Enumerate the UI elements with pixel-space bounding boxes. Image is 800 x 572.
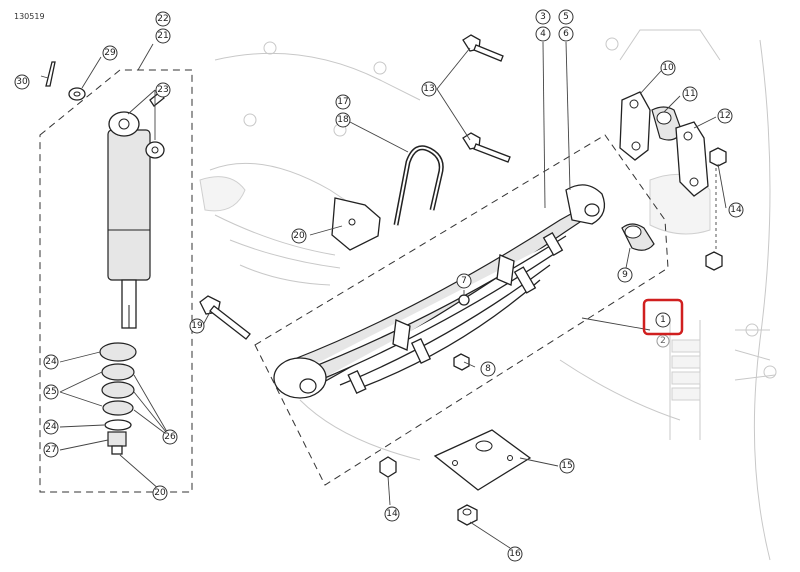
svg-text:15: 15 bbox=[561, 461, 572, 471]
leader-lines bbox=[40, 41, 727, 549]
callout-5: 5 bbox=[558, 9, 574, 25]
callout-2: 2 bbox=[656, 334, 670, 348]
svg-text:24: 24 bbox=[45, 422, 57, 432]
nut bbox=[453, 353, 470, 371]
svg-text:29: 29 bbox=[104, 48, 116, 58]
background-ghost-drawing bbox=[199, 29, 777, 561]
callout-11: 11 bbox=[682, 86, 698, 102]
svg-text:22: 22 bbox=[157, 14, 168, 24]
callout-18: 18 bbox=[335, 112, 351, 128]
callout-16: 16 bbox=[507, 546, 523, 562]
callout-22: 22 bbox=[155, 11, 171, 27]
callout-10: 10 bbox=[660, 60, 676, 76]
rubber-bush-stack bbox=[99, 342, 137, 455]
svg-text:27: 27 bbox=[45, 445, 56, 455]
callout-1: 1 bbox=[655, 312, 671, 328]
leaf-spring bbox=[273, 184, 606, 399]
callout-30: 30 bbox=[14, 74, 30, 90]
svg-text:21: 21 bbox=[157, 31, 168, 41]
svg-text:4: 4 bbox=[540, 29, 546, 39]
callout-20-top: 20 bbox=[291, 228, 307, 244]
svg-text:26: 26 bbox=[164, 432, 176, 442]
callout-24-bottom: 24 bbox=[43, 419, 59, 435]
highlight-box bbox=[642, 298, 684, 336]
callout-29: 29 bbox=[102, 45, 118, 61]
svg-text:20: 20 bbox=[154, 488, 166, 498]
svg-text:11: 11 bbox=[684, 89, 695, 99]
callout-9: 9 bbox=[617, 267, 633, 283]
svg-text:18: 18 bbox=[337, 115, 349, 125]
callout-27: 27 bbox=[43, 442, 59, 458]
shock-absorber bbox=[107, 91, 165, 329]
svg-text:20: 20 bbox=[293, 231, 305, 241]
svg-text:17: 17 bbox=[337, 97, 348, 107]
spring-bracket bbox=[331, 197, 381, 251]
spring-bolt bbox=[199, 295, 251, 340]
split-pin bbox=[45, 61, 56, 87]
svg-text:13: 13 bbox=[423, 84, 434, 94]
svg-text:24: 24 bbox=[45, 357, 57, 367]
svg-text:8: 8 bbox=[485, 364, 491, 374]
svg-text:16: 16 bbox=[509, 549, 521, 559]
callout-6: 6 bbox=[558, 26, 574, 42]
svg-text:14: 14 bbox=[730, 205, 742, 215]
callout-13: 13 bbox=[421, 81, 437, 97]
callout-8: 8 bbox=[480, 361, 496, 377]
callout-14-bottom: 14 bbox=[384, 506, 400, 522]
shackle-bolts bbox=[462, 34, 511, 163]
callout-12: 12 bbox=[717, 108, 733, 124]
callout-17: 17 bbox=[335, 94, 351, 110]
callout-3: 3 bbox=[535, 9, 551, 25]
shackle-assembly bbox=[619, 91, 709, 197]
svg-text:9: 9 bbox=[622, 270, 628, 280]
reference-callouts: 30 29 22 21 23 24 25 24 27 26 20 19 17 1… bbox=[14, 9, 744, 562]
svg-text:23: 23 bbox=[157, 85, 168, 95]
callout-7: 7 bbox=[456, 273, 472, 289]
drawing-number: 130519 bbox=[14, 12, 45, 21]
callout-21: 21 bbox=[155, 28, 171, 44]
svg-text:30: 30 bbox=[16, 77, 28, 87]
shackle-nut-bottom bbox=[705, 251, 723, 271]
callout-24-top: 24 bbox=[43, 354, 59, 370]
shackle-nut-top bbox=[709, 147, 727, 167]
svg-text:19: 19 bbox=[191, 321, 203, 331]
centre-bolt-head bbox=[458, 294, 470, 306]
svg-text:7: 7 bbox=[461, 276, 467, 286]
svg-text:5: 5 bbox=[563, 12, 569, 22]
callout-23: 23 bbox=[155, 82, 171, 98]
svg-text:3: 3 bbox=[540, 12, 546, 22]
svg-text:14: 14 bbox=[386, 509, 398, 519]
callout-26: 26 bbox=[162, 429, 178, 445]
callout-25: 25 bbox=[43, 384, 59, 400]
bottom-nut bbox=[379, 456, 397, 478]
shock-absorber-group-boundary bbox=[39, 69, 193, 493]
svg-text:1: 1 bbox=[660, 315, 666, 325]
callout-19: 19 bbox=[189, 318, 205, 334]
svg-text:2: 2 bbox=[660, 336, 666, 346]
callout-15: 15 bbox=[559, 458, 575, 474]
svg-text:6: 6 bbox=[563, 29, 569, 39]
leaf-spring-group-boundary bbox=[254, 134, 669, 486]
callout-14-right: 14 bbox=[728, 202, 744, 218]
svg-text:12: 12 bbox=[719, 111, 730, 121]
callout-4: 4 bbox=[535, 26, 551, 42]
callout-20-bottom: 20 bbox=[152, 485, 168, 501]
spring-plate bbox=[433, 429, 532, 491]
svg-text:10: 10 bbox=[662, 63, 674, 73]
svg-text:25: 25 bbox=[45, 387, 56, 397]
